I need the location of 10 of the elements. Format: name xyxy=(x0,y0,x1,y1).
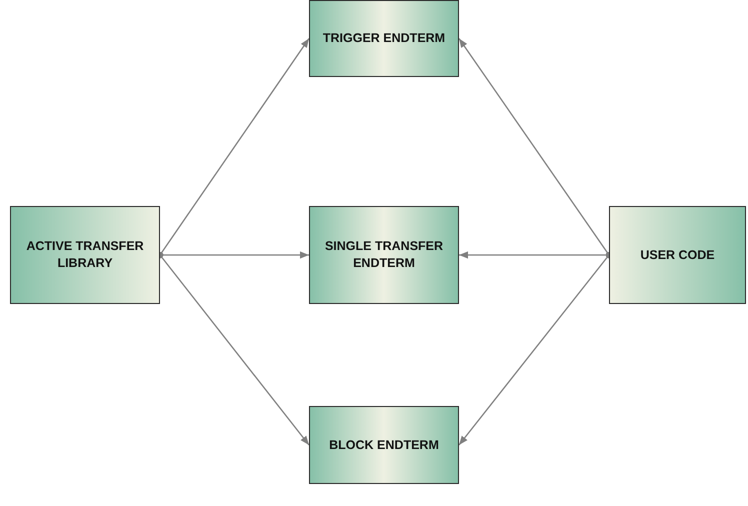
process-box xyxy=(309,206,459,304)
box-label: SINGLE TRANSFER ENDTERM xyxy=(324,238,444,272)
process-box xyxy=(10,206,160,304)
process-box xyxy=(609,206,746,304)
box-label: TRIGGER ENDTERM xyxy=(322,30,446,47)
box-label: ACTIVE TRANSFER LIBRARY xyxy=(25,238,145,272)
process-box xyxy=(309,406,459,484)
process-box xyxy=(309,0,459,77)
box-label: USER CODE xyxy=(639,246,716,264)
box-label: BLOCK ENDTERM xyxy=(328,436,440,454)
